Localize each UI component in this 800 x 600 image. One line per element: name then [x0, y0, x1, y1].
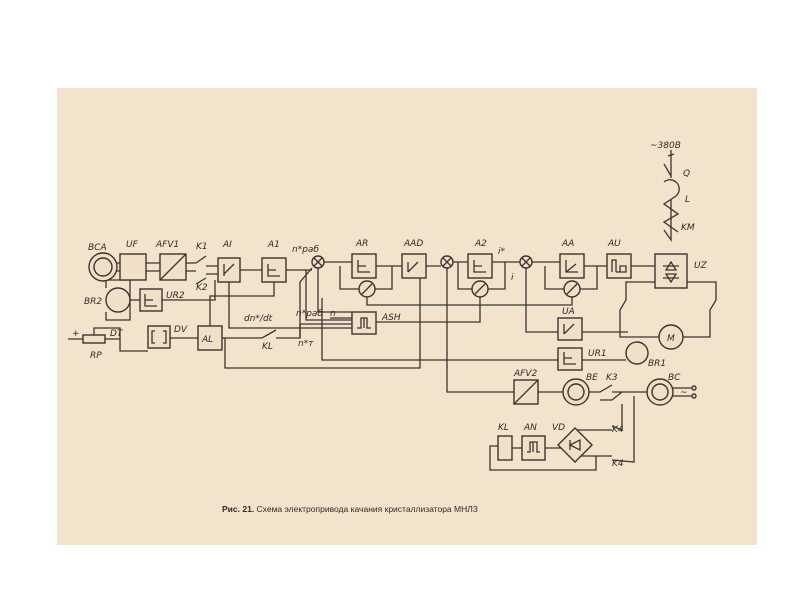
- label-l: L: [685, 195, 690, 205]
- label-i-star: i*: [498, 247, 506, 257]
- limiter-elements: [358, 280, 581, 298]
- label-au: AU: [607, 239, 621, 249]
- label-an: AN: [523, 423, 537, 433]
- block-ai: [217, 257, 241, 283]
- scanned-page: [57, 88, 757, 545]
- label-a1: A1: [267, 240, 280, 250]
- label-afv2: AFV2: [513, 369, 537, 379]
- resistor-rp: [82, 334, 106, 344]
- label-dt: DT: [110, 329, 124, 339]
- label-n-t: n*т: [298, 339, 314, 349]
- motor-m: [658, 324, 684, 350]
- label-uz: UZ: [694, 261, 708, 271]
- block-aa: [559, 253, 585, 279]
- label-br1: BR1: [648, 359, 666, 369]
- label-br2: BR2: [84, 297, 102, 307]
- label-ash: ASH: [381, 313, 401, 323]
- relay-kl: [497, 435, 513, 461]
- label-bca: BCA: [88, 243, 107, 253]
- label-a2: A2: [474, 239, 487, 249]
- label-k3: K3: [606, 373, 618, 383]
- label-km: KM: [681, 223, 695, 233]
- label-n-rab: n*раб: [292, 245, 319, 255]
- label-uf: UF: [126, 240, 139, 250]
- block-ur1: [557, 347, 583, 371]
- figure-caption: Рис. 21. Схема электропривода качания кр…: [222, 504, 478, 514]
- label-q: Q: [683, 169, 690, 179]
- label-kl: KL: [262, 342, 273, 352]
- label-ar: AR: [355, 239, 368, 249]
- label-rp: RP: [90, 351, 102, 361]
- tachogenerator-br2: [105, 287, 131, 313]
- label-dv: DV: [174, 325, 188, 335]
- label-k2: K2: [196, 283, 208, 293]
- label-i: i: [511, 273, 514, 283]
- label-bc: BC: [668, 373, 681, 383]
- block-uf: [119, 253, 147, 281]
- block-ua: [557, 317, 583, 341]
- label-k1: K1: [196, 242, 208, 252]
- reactor-l: [662, 179, 680, 233]
- label-m: M: [667, 334, 675, 344]
- label-supply: ~380В: [650, 141, 681, 151]
- label-al: AL: [201, 335, 213, 345]
- block-aad: [401, 253, 427, 279]
- label-k4b: K4: [612, 459, 624, 469]
- label-ai: AI: [222, 240, 232, 250]
- label-ur2: UR2: [166, 291, 185, 301]
- label-n-rab2: n*раб: [296, 309, 323, 319]
- blocks: [82, 150, 697, 463]
- block-au: [606, 253, 632, 279]
- label-aa: AA: [561, 239, 574, 249]
- label-afv1: AFV1: [155, 240, 179, 250]
- label-be: BE: [586, 373, 598, 383]
- label-k4a: K4: [612, 425, 624, 435]
- block-al: [197, 325, 223, 351]
- label-dndt: dn*/dt: [244, 314, 273, 324]
- label-kl2: KL: [498, 423, 509, 433]
- block-dv: [147, 325, 171, 349]
- label-plus: +: [72, 329, 80, 339]
- label-ac: ~: [680, 388, 688, 398]
- label-ua: UA: [562, 307, 575, 317]
- label-aad: AAD: [403, 239, 423, 249]
- label-vd: VD: [552, 423, 565, 433]
- labels: BCA UF AFV1 K1 K2 AI A1 n*раб AR AAD A2 …: [72, 141, 708, 469]
- rectifier-vd: [557, 427, 593, 463]
- wires: [68, 160, 717, 471]
- label-n: n: [330, 309, 336, 319]
- label-ur1: UR1: [588, 349, 607, 359]
- tachogenerator-br1: [625, 341, 649, 365]
- summing-junctions: [311, 255, 533, 269]
